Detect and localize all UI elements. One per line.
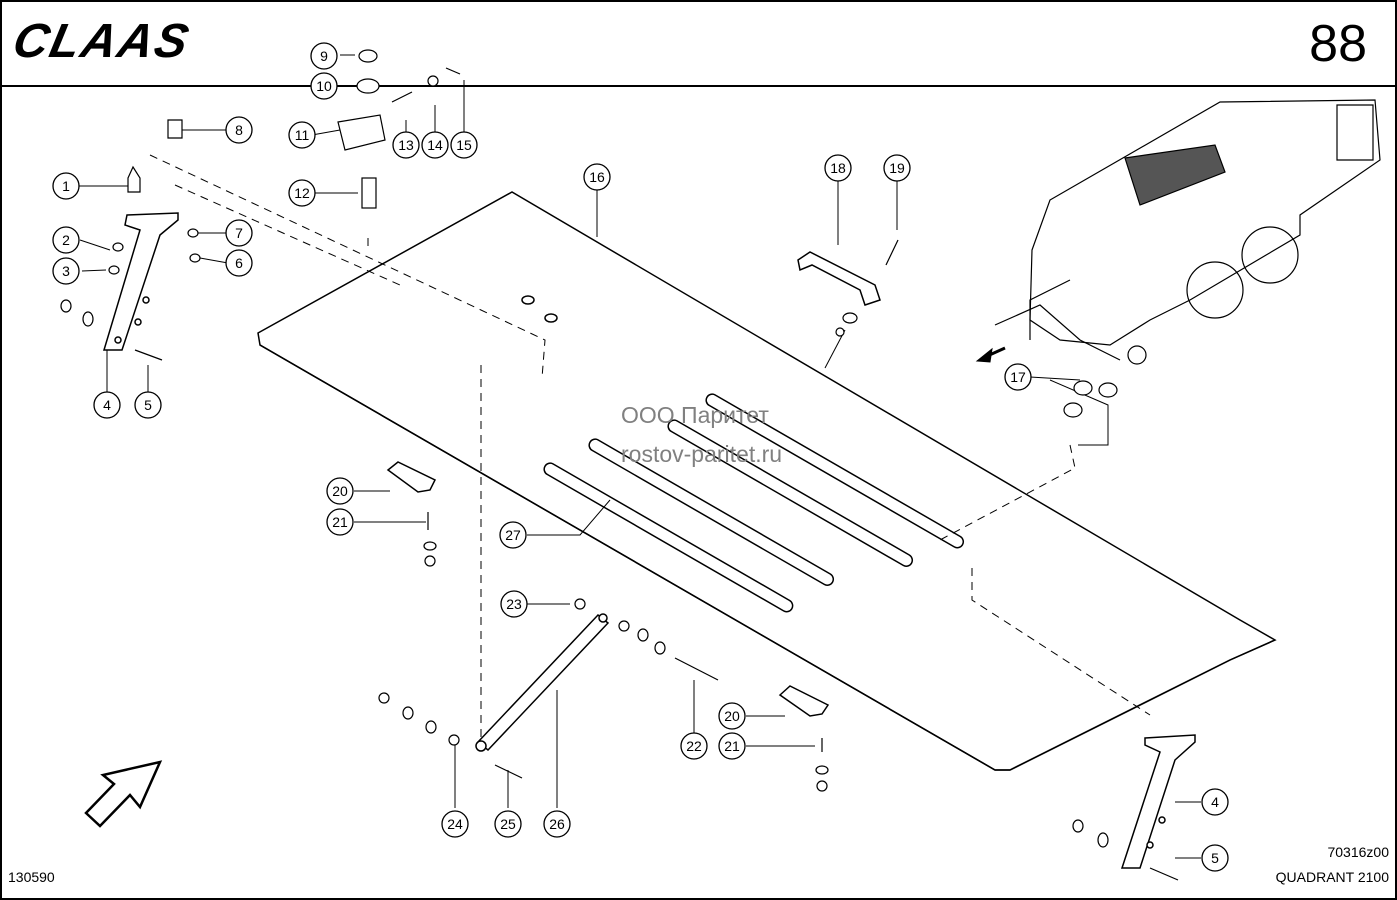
model-name: QUADRANT 2100 bbox=[1275, 869, 1389, 885]
callout-21: 21 bbox=[718, 732, 746, 760]
callout-label: 2 bbox=[62, 232, 70, 248]
callout-2: 2 bbox=[52, 226, 80, 254]
drawing-code: 70316z00 bbox=[1327, 844, 1389, 860]
callout-label: 8 bbox=[235, 122, 243, 138]
callout-6: 6 bbox=[225, 249, 253, 277]
callout-15: 15 bbox=[450, 131, 478, 159]
callout-25: 25 bbox=[494, 810, 522, 838]
assembly-dash-lines bbox=[149, 154, 1151, 740]
callout-label: 7 bbox=[235, 225, 243, 241]
callout-5: 5 bbox=[134, 391, 162, 419]
hinge-top bbox=[386, 461, 437, 493]
callout-26: 26 bbox=[543, 810, 571, 838]
callout-8: 8 bbox=[225, 116, 253, 144]
callout-label: 14 bbox=[427, 137, 443, 153]
bracket-left bbox=[102, 212, 179, 351]
callout-23: 23 bbox=[500, 590, 528, 618]
callout-4: 4 bbox=[1201, 788, 1229, 816]
callout-label: 21 bbox=[724, 738, 740, 754]
callout-label: 23 bbox=[506, 596, 522, 612]
callout-18: 18 bbox=[824, 154, 852, 182]
callout-label: 19 bbox=[889, 160, 905, 176]
callout-11: 11 bbox=[288, 121, 316, 149]
callout-label: 17 bbox=[1010, 369, 1026, 385]
callout-5: 5 bbox=[1201, 844, 1229, 872]
callout-17: 17 bbox=[1004, 363, 1032, 391]
callout-13: 13 bbox=[392, 131, 420, 159]
small-fasteners bbox=[60, 49, 1179, 881]
watermark-company: ООО Паритет bbox=[621, 402, 769, 428]
callout-label: 1 bbox=[62, 178, 70, 194]
callout-label: 15 bbox=[456, 137, 472, 153]
callout-label: 16 bbox=[589, 169, 605, 185]
callout-label: 20 bbox=[332, 483, 348, 499]
callout-label: 4 bbox=[103, 397, 111, 413]
callout-label: 27 bbox=[505, 527, 521, 543]
callout-12: 12 bbox=[288, 179, 316, 207]
callout-label: 10 bbox=[316, 78, 332, 94]
callout-16: 16 bbox=[583, 163, 611, 191]
callout-20: 20 bbox=[326, 477, 354, 505]
callout-label: 9 bbox=[320, 48, 328, 64]
gas-strut bbox=[475, 613, 610, 752]
callout-24: 24 bbox=[441, 810, 469, 838]
callout-21: 21 bbox=[326, 508, 354, 536]
callout-1: 1 bbox=[52, 172, 80, 200]
callout-label: 6 bbox=[235, 255, 243, 271]
claas-logo: CLAAS bbox=[8, 15, 195, 68]
callout-label: 5 bbox=[144, 397, 152, 413]
leader-lines bbox=[76, 54, 1201, 859]
callout-label: 20 bbox=[724, 708, 740, 724]
callout-14: 14 bbox=[421, 131, 449, 159]
baler-overview-sketch bbox=[994, 99, 1381, 365]
callout-label: 3 bbox=[62, 263, 70, 279]
direction-arrow-small bbox=[975, 346, 1006, 363]
hinge-bottom bbox=[778, 685, 830, 717]
watermark-url: rostov-paritet.ru bbox=[621, 441, 783, 467]
callout-label: 5 bbox=[1211, 850, 1219, 866]
callout-label: 11 bbox=[295, 127, 310, 143]
callout-label: 22 bbox=[686, 738, 702, 754]
callout-10: 10 bbox=[310, 72, 338, 100]
callout-label: 24 bbox=[447, 816, 463, 832]
callout-label: 12 bbox=[294, 185, 310, 201]
callout-27: 27 bbox=[499, 521, 527, 549]
callout-9: 9 bbox=[310, 42, 338, 70]
direction-arrow-large bbox=[84, 760, 163, 828]
callout-label: 4 bbox=[1211, 794, 1219, 810]
callout-label: 13 bbox=[398, 137, 414, 153]
callout-22: 22 bbox=[680, 732, 708, 760]
callout-4: 4 bbox=[93, 391, 121, 419]
callout-20: 20 bbox=[718, 702, 746, 730]
callout-3: 3 bbox=[52, 257, 80, 285]
bracket-right bbox=[1120, 734, 1196, 869]
callout-label: 26 bbox=[549, 816, 565, 832]
roof-panel bbox=[257, 191, 1277, 771]
callout-label: 18 bbox=[830, 160, 846, 176]
handle-grip bbox=[797, 251, 881, 306]
callout-label: 25 bbox=[500, 816, 516, 832]
page-number: 88 bbox=[1309, 15, 1367, 73]
callout-19: 19 bbox=[883, 154, 911, 182]
document-number: 130590 bbox=[8, 869, 55, 885]
callout-label: 21 bbox=[332, 514, 348, 530]
callout-7: 7 bbox=[225, 219, 253, 247]
